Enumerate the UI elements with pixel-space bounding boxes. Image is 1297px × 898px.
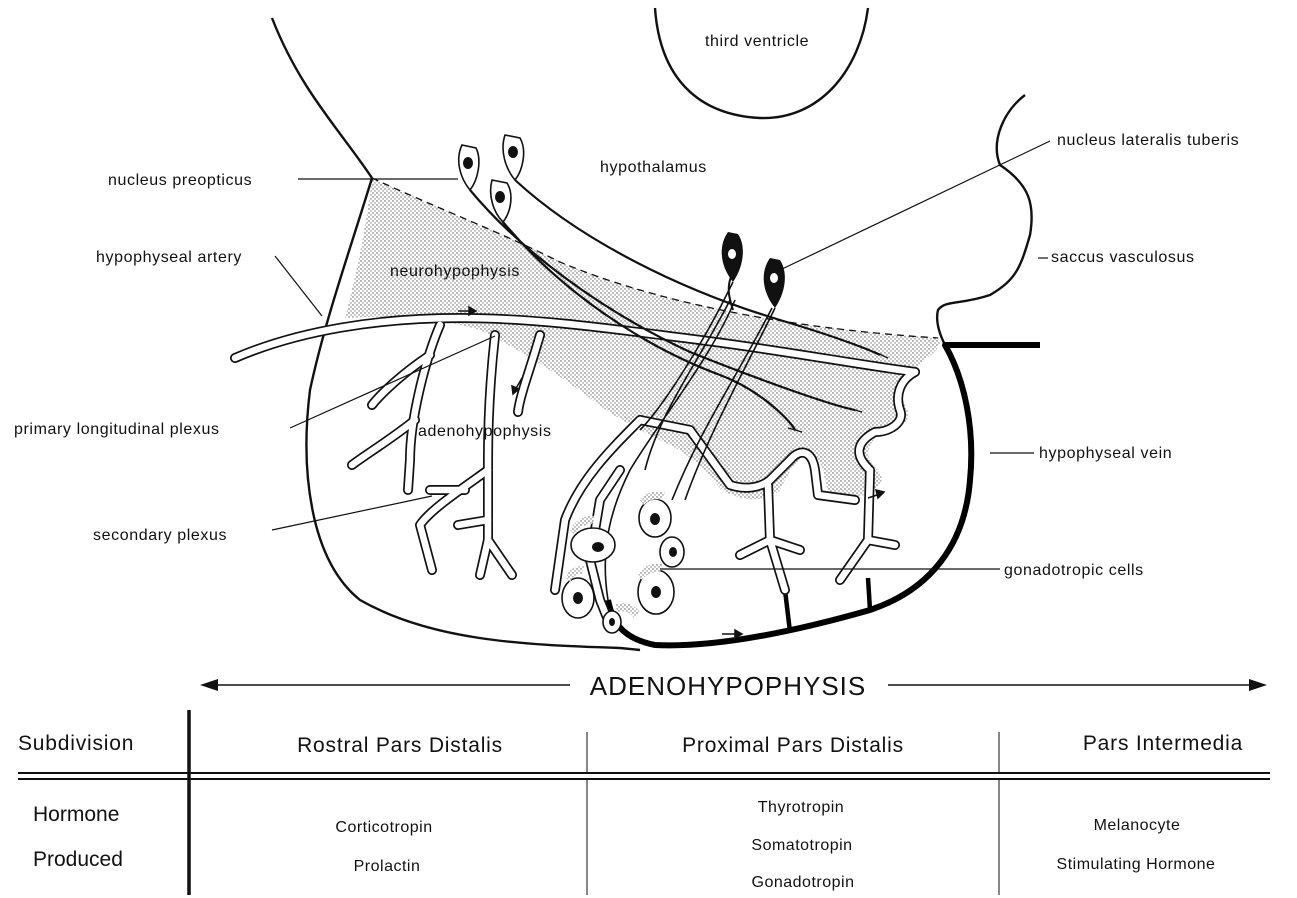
brain-outline — [272, 18, 372, 178]
banner-adenohypophysis: ADENOHYPOPHYSIS — [590, 671, 867, 701]
cell-stimulating-hormone: Stimulating Hormone — [1057, 856, 1216, 873]
saccus-outline — [937, 95, 1032, 345]
cell-somatotropin: Somatotropin — [751, 837, 852, 854]
label-third-ventricle: third ventricle — [705, 33, 809, 50]
gonadotropic-cell-cluster — [562, 491, 684, 633]
vein-branch-2 — [868, 578, 870, 610]
cell-corticotropin: Corticotropin — [335, 819, 432, 836]
banner-arrow-left-head — [200, 679, 218, 691]
vein-branch-1 — [785, 590, 790, 632]
row-label-produced: Produced — [33, 848, 123, 871]
table-header-intermedia: Pars Intermedia — [1083, 732, 1243, 755]
label-primary-longitudinal-plexus: primary longitudinal plexus — [14, 421, 220, 438]
label-nucleus-lateralis-tuberis: nucleus lateralis tuberis — [1057, 132, 1239, 149]
table-header-proximal: Proximal Pars Distalis — [682, 734, 904, 757]
row-label-hormone: Hormone — [33, 803, 119, 826]
label-adenohypophysis: adenohypophysis — [418, 423, 552, 440]
table-header-subdivision: Subdivision — [18, 732, 134, 755]
cell-thyrotropin: Thyrotropin — [758, 799, 844, 816]
label-neurohypophysis: neurohypophysis — [390, 263, 520, 280]
label-nucleus-preopticus: nucleus preopticus — [108, 172, 252, 189]
label-secondary-plexus: secondary plexus — [93, 527, 227, 544]
cell-melanocyte: Melanocyte — [1094, 817, 1181, 834]
cell-prolactin: Prolactin — [354, 858, 421, 875]
label-hypophyseal-vein: hypophyseal vein — [1039, 445, 1172, 462]
table-header-rostral: Rostral Pars Distalis — [297, 734, 503, 757]
label-hypophyseal-artery: hypophyseal artery — [96, 249, 242, 266]
cell-gonadotropin: Gonadotropin — [752, 874, 855, 891]
label-gonadotropic-cells: gonadotropic cells — [1004, 562, 1144, 579]
label-saccus-vasculosus: saccus vasculosus — [1051, 249, 1195, 266]
banner-arrow-right-head — [1249, 679, 1267, 691]
label-hypothalamus: hypothalamus — [600, 159, 707, 176]
third-ventricle-outline — [655, 8, 868, 118]
